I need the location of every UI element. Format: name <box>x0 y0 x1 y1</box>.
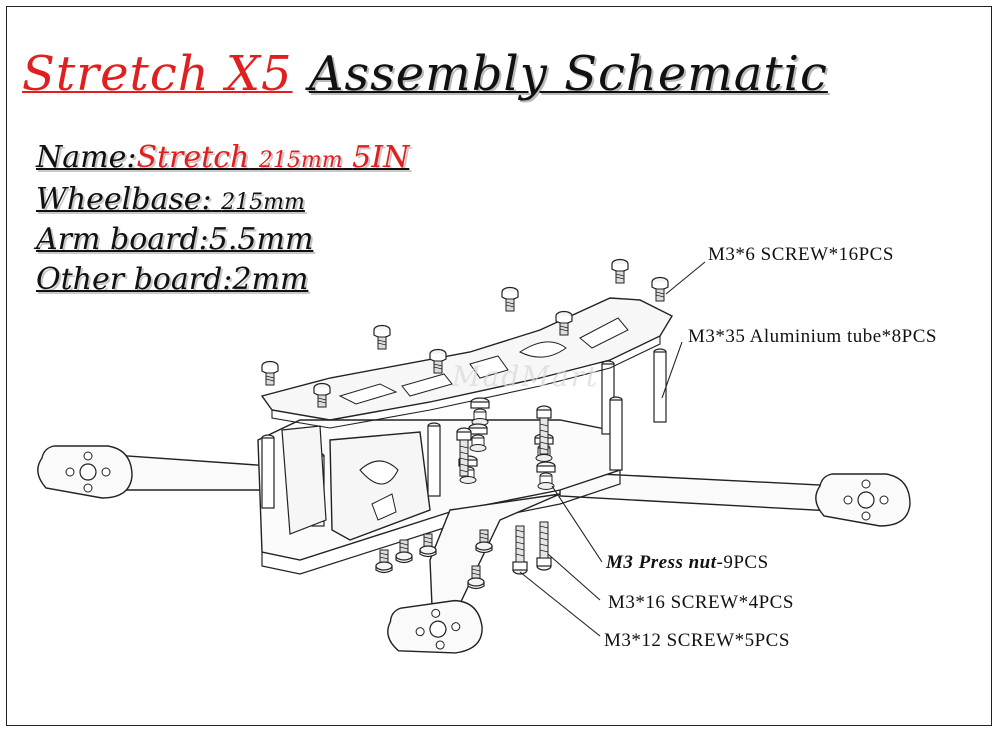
title-rest: Assembly Schematic <box>308 46 828 102</box>
border-frame <box>6 6 992 726</box>
callout-press-nut-qty: -9PCS <box>716 552 769 573</box>
callout-m3x6-screw: M3*6 SCREW*16PCS <box>708 244 894 265</box>
front-arm <box>383 493 561 663</box>
page-title: Stretch X5 Assembly Schematic <box>22 44 828 104</box>
title-product: Stretch X5 <box>22 46 293 102</box>
callout-m3x12-screw: M3*12 SCREW*5PCS <box>604 630 790 651</box>
m3x16-screws <box>512 521 552 575</box>
spec-wheelbase-value: 215mm <box>221 190 305 215</box>
spec-arm-board: Arm board:5.5mm <box>36 222 314 257</box>
camera-side-plate <box>281 425 431 541</box>
watermark: MadMart <box>452 360 600 393</box>
spec-name-value: Stretch <box>136 140 250 175</box>
spec-wheelbase-label: Wheelbase: <box>36 182 212 217</box>
leader-lines <box>519 261 706 637</box>
spec-name-size-in: 5IN <box>352 140 410 175</box>
spec-wheelbase: Wheelbase: 215mm <box>36 182 305 217</box>
top-plate <box>260 297 673 429</box>
spec-other-board: Other board:2mm <box>36 262 309 297</box>
rear-arm-right <box>559 471 911 527</box>
callout-m3x16-screw: M3*16 SCREW*4PCS <box>608 592 794 613</box>
callout-press-nut: M3 Press nut-9PCS <box>606 552 769 574</box>
spec-name-size: 215mm <box>258 148 343 173</box>
callout-press-nut-name: M3 Press nut <box>606 552 717 573</box>
spec-name-label: Name: <box>36 140 137 175</box>
spec-name: Name:Stretch 215mm 5IN <box>36 140 409 175</box>
callout-aluminium-tube: M3*35 Aluminium tube*8PCS <box>688 326 937 347</box>
